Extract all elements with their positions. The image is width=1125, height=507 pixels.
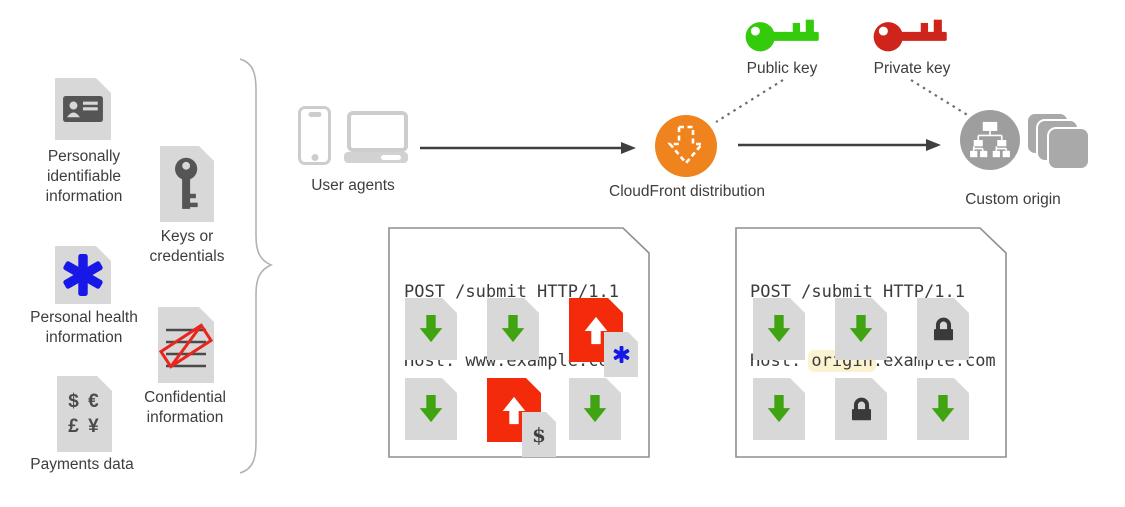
downloaded-document-icon [835,298,887,360]
uploaded-health-document-icon [569,298,623,362]
green-down-arrow-icon [580,393,610,425]
document-cell [835,378,887,440]
custom-origin-server-icon [960,110,1020,170]
cloudfront-label: CloudFront distribution [609,183,765,200]
cloudfront-distribution-icon [655,115,717,177]
flow-arrows [420,143,927,150]
stacked-items-icon [1026,112,1092,180]
public-key-label: Public key [746,60,818,77]
health-data-badge-icon [604,332,638,377]
medical-asterisk-document-icon [55,246,111,304]
smartphone-icon [298,106,331,165]
key-document-icon [160,146,214,222]
document-cell [753,298,805,360]
medical-asterisk-icon [62,254,104,296]
currency-document-icon: $ € £ ¥ [57,376,112,452]
document-cell [569,378,621,440]
laptop-screen-icon [347,111,408,152]
dashed-down-arrow-icon [667,125,705,166]
arrowhead-1 [621,142,636,154]
document-cell: $ [487,378,539,440]
document-cell [917,298,969,360]
origin-request-line: POST /submit HTTP/1.1 [750,282,965,302]
id-card-icon [63,96,103,122]
redaction-stamp-icon [158,307,214,383]
green-down-arrow-icon [928,393,958,425]
downloaded-document-icon [405,298,457,360]
origin-request-box: POST /submit HTTP/1.1 Host: origin.examp… [735,227,1007,458]
user-agents-label: User agents [311,177,395,194]
origin-documents-grid [753,298,969,440]
key-icon [171,157,203,211]
currency-symbols: $ € £ ¥ [68,391,101,437]
green-down-arrow-icon [416,393,446,425]
keys-credentials-label: Keys or credentials [149,228,225,265]
key-association-lines [715,79,970,123]
personal-health-label: Personal health information [30,309,138,346]
curly-brace [239,58,273,474]
green-down-arrow-icon [498,313,528,345]
downloaded-document-icon [487,298,539,360]
green-down-arrow-icon [416,313,446,345]
white-up-arrow-icon [499,394,529,426]
downloaded-document-icon [569,378,621,440]
private-key-icon [873,19,947,52]
pii-label: Personally identifiable information [45,148,123,205]
lock-icon [930,317,957,342]
downloaded-document-icon [917,378,969,440]
redacted-document-icon [158,307,214,383]
payments-data-label: Payments data [30,456,134,473]
phone-home-button [311,153,318,161]
payment-data-badge-icon: $ [522,412,556,457]
edge-documents-grid: $ [405,298,621,440]
edge-request-box: POST /submit HTTP/1.1 Host: www.example.… [388,227,650,458]
uploaded-payment-document-icon: $ [487,378,541,442]
public-key-dotted-line [715,79,784,123]
network-tree-icon [970,121,1010,158]
document-cell [487,298,539,360]
document-cell [917,378,969,440]
document-cell [405,378,457,440]
downloaded-document-icon [753,378,805,440]
laptop-base-icon [344,152,408,163]
white-up-arrow-icon [581,314,611,346]
private-key-label: Private key [873,60,951,77]
phone-speaker [308,112,321,117]
custom-origin-label: Custom origin [965,191,1061,208]
green-down-arrow-icon [764,313,794,345]
document-cell [753,378,805,440]
medical-asterisk-icon [613,346,630,363]
encrypted-document-icon [917,298,969,360]
edge-request-line: POST /submit HTTP/1.1 [404,282,619,302]
green-down-arrow-icon [846,313,876,345]
green-down-arrow-icon [764,393,794,425]
lock-icon [848,397,875,422]
id-card-document-icon [55,78,111,140]
public-key-icon [745,19,819,52]
downloaded-document-icon [405,378,457,440]
downloaded-document-icon [753,298,805,360]
confidential-label: Confidential information [144,389,226,426]
document-cell [405,298,457,360]
encrypted-document-icon [835,378,887,440]
arrowhead-2 [926,139,941,151]
document-cell [835,298,887,360]
document-cell [569,298,621,360]
private-key-dotted-line [910,79,970,117]
